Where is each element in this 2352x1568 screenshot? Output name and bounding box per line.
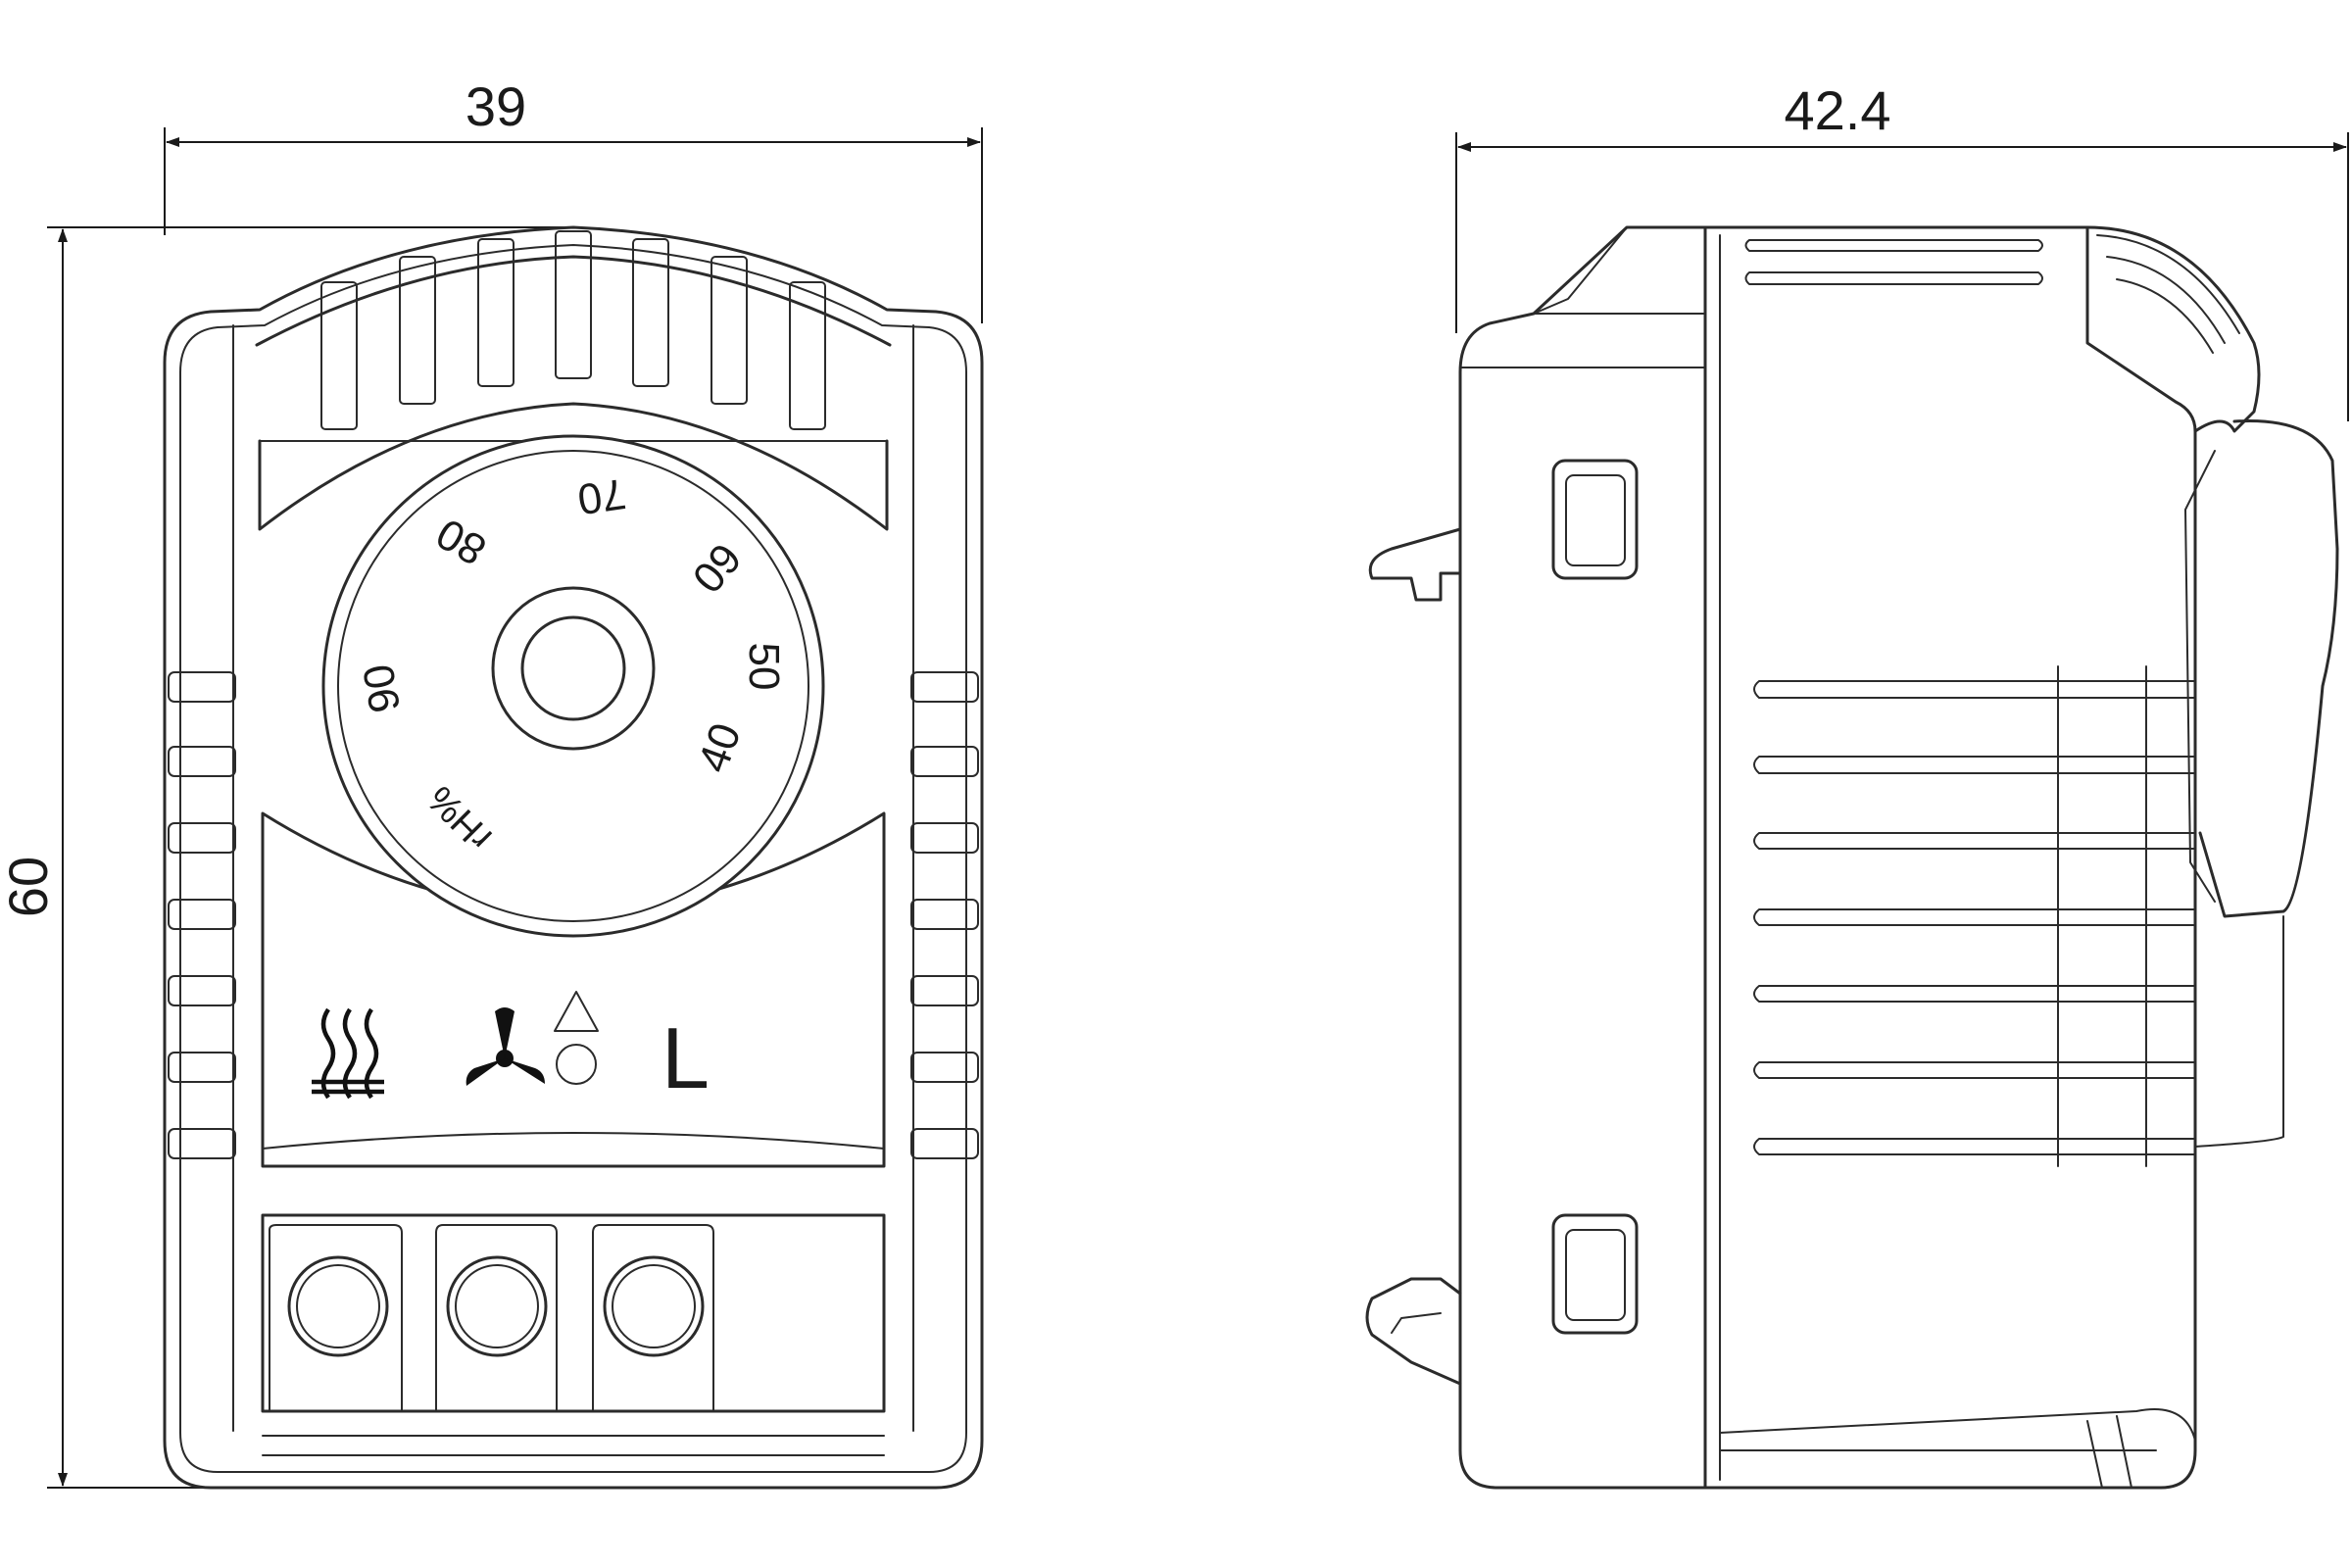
side-dial-cap: [2085, 225, 2261, 433]
dimension-height-front: 60: [0, 226, 568, 1489]
terminal-screw-1[interactable]: [287, 1255, 389, 1357]
left-side-slots: [168, 671, 236, 1159]
side-vent-fins: [1753, 665, 2196, 1167]
right-side-slots: [910, 671, 979, 1159]
terminal-screw-3[interactable]: [603, 1255, 705, 1357]
dimension-label-width: 39: [466, 75, 526, 137]
dimension-label-height: 60: [0, 857, 59, 917]
din-rail-hook-lower: [1365, 1277, 1462, 1386]
side-view: [1365, 225, 2339, 1490]
dial-knob[interactable]: [491, 586, 656, 751]
front-housing-outline: [163, 225, 984, 1490]
din-rail-hook-upper: [1368, 527, 1462, 602]
dimension-width-front: 39: [164, 75, 983, 323]
front-view: 40 50 60 70 80 90 rH% L: [163, 225, 984, 1490]
terminal-screw-2[interactable]: [446, 1255, 548, 1357]
fan-icon: [466, 1007, 545, 1086]
side-knob-profile: [2198, 419, 2339, 918]
dial-label-90: 90: [354, 661, 410, 716]
side-clip-upper: [1551, 459, 1639, 580]
led-icon: [554, 991, 599, 1085]
terminal-label-l: L: [662, 1009, 710, 1106]
dial-label-50: 50: [740, 643, 788, 691]
heater-icon: [312, 1007, 384, 1100]
side-top-ribs: [1744, 239, 2043, 285]
side-clip-lower: [1551, 1213, 1639, 1335]
dial-label-70: 70: [574, 469, 628, 523]
dimension-label-depth: 42.4: [1785, 79, 1891, 141]
dimension-depth-side: 42.4: [1455, 79, 2349, 421]
terminal-block: [261, 1213, 886, 1456]
side-housing-outline: [1458, 225, 2197, 1490]
humidity-dial[interactable]: 40 50 60 70 80 90 rH%: [321, 434, 825, 938]
top-vent-fins: [255, 230, 892, 531]
